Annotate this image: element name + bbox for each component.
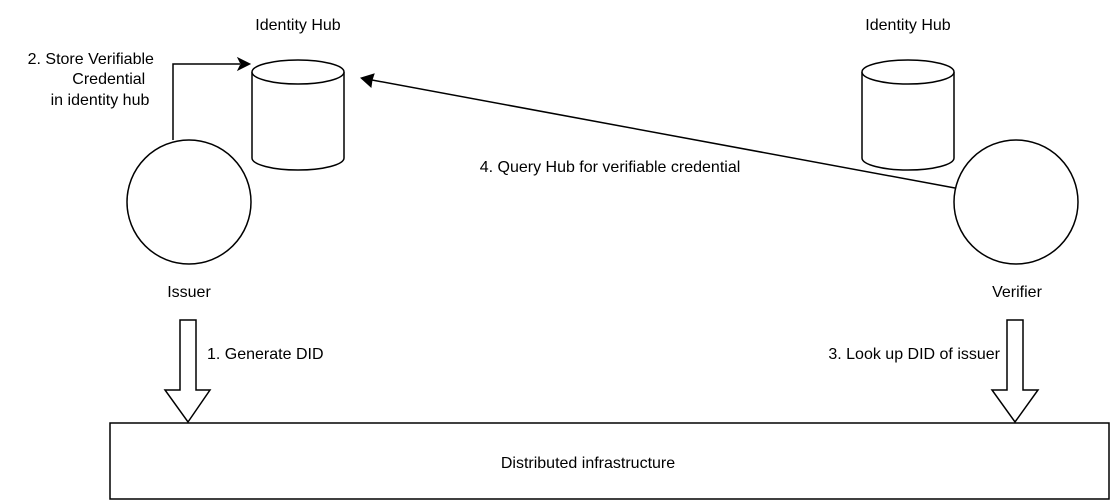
generate-did-label: 1. Generate DID [207,346,324,363]
issuer-node: Issuer [126,139,252,301]
store-credential-label: 2. Store Verifiable Credential in identi… [28,51,159,109]
verifier-node: Verifier [953,139,1079,301]
identity-hub-left-label: Identity Hub [255,17,340,34]
identity-hub-left: Identity Hub [251,17,345,171]
generate-did-block-arrow [163,319,212,424]
generate-did-edge: 1. Generate DID [163,319,324,424]
query-arrowhead [360,73,375,88]
distributed-infrastructure-box: Distributed infrastructure [109,422,1110,500]
store-credential-edge: 2. Store Verifiable Credential in identi… [28,51,252,140]
issuer-label: Issuer [167,284,211,301]
verifier-label: Verifier [992,284,1042,301]
identity-hub-right: Identity Hub [861,17,955,171]
lookup-did-edge: 3. Look up DID of issuer [828,319,1040,424]
query-hub-label: 4. Query Hub for verifiable credential [480,159,741,176]
identity-hub-right-label: Identity Hub [865,17,950,34]
lookup-did-label: 3. Look up DID of issuer [828,346,1000,363]
query-hub-edge: 4. Query Hub for verifiable credential [360,73,956,189]
distributed-infrastructure-label: Distributed infrastructure [501,455,675,472]
store-arrowhead [236,56,252,72]
lookup-did-block-arrow [990,319,1040,424]
